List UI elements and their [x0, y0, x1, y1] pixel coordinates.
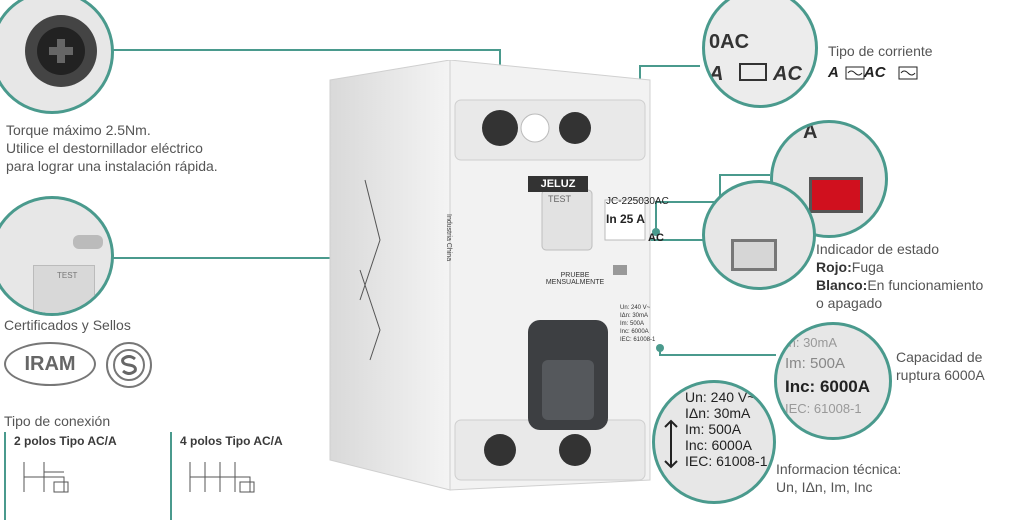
made-in-label: Industria China [445, 214, 452, 262]
zoom-test-circle: TEST [0, 196, 114, 316]
torque-line3: para lograr una instalación rápida. [6, 158, 218, 174]
device-model: JC-225030AC [606, 196, 669, 207]
zoom-technical-circle: Un: 240 V~ IΔn: 30mA Im: 500A Inc: 6000A… [652, 380, 776, 504]
zoom-white-led-circle [702, 180, 816, 290]
zoom-tech-line: IΔn: 30mA [685, 405, 751, 421]
status-white-label: Blanco: [816, 277, 868, 293]
breaker-device [329, 60, 651, 491]
technical-line1: Informacion técnica: [776, 461, 902, 477]
iram-text: IRAM [24, 353, 76, 375]
connection-option-1-label: 2 polos Tipo AC/A [14, 434, 117, 448]
status-title: Indicador de estado [816, 241, 939, 257]
device-rating: In 25 A [606, 212, 645, 226]
spec-line: Un: 240 V~ [620, 305, 651, 311]
spec-line: IΔn: 30mA [620, 313, 649, 319]
zoom-tech-line: IEC: 61008-1 [685, 453, 768, 469]
zoom-current-circle: 0AC A AC [702, 0, 818, 108]
current-title: Tipo de corriente [828, 43, 933, 59]
zoom-current-text: 0AC [709, 31, 750, 53]
spec-line: Im: 500A [620, 321, 645, 327]
torque-line1: Torque máximo 2.5Nm. [6, 122, 151, 138]
wiring-2p-icon [23, 462, 69, 493]
technical-line2: Un, IΔn, Im, Inc [776, 479, 873, 495]
status-red-label: Rojo: [816, 259, 852, 275]
connection-title: Tipo de conexión [4, 413, 111, 429]
zoom-cap-line: In: 30mA [785, 335, 838, 350]
spec-line: Inc: 6000A [620, 329, 649, 335]
zoom-cap-line: IEC: 61008-1 [785, 401, 862, 416]
seal-icon [73, 235, 103, 249]
zoom-red-text: A [803, 121, 818, 143]
status-red: Rojo:Fuga [816, 258, 884, 276]
ac-type-wave-icon [898, 66, 918, 80]
zoom-tech-line: Im: 500A [685, 421, 742, 437]
connection-option-2-label: 4 polos Tipo AC/A [180, 434, 283, 448]
s-mark-seal-icon [106, 342, 152, 388]
capacity-line1: Capacidad de [896, 349, 983, 365]
press-label: PRUEBE MENSUALMENTE [545, 272, 605, 286]
capacity-line2: ruptura 6000A [896, 367, 985, 383]
red-led-indicator [809, 177, 863, 213]
status-white-text: En funcionamiento [867, 277, 984, 293]
test-zoom-label: TEST [57, 271, 78, 280]
ac-wave-icon [739, 63, 767, 81]
connection-option-2: 4 polos Tipo AC/A [170, 432, 283, 520]
zoom-cap-line: Im: 500A [785, 355, 846, 372]
device-brand-label: JELUZ [528, 176, 588, 192]
zoom-current-ac: AC [773, 63, 802, 85]
status-white: Blanco:En funcionamiento [816, 276, 983, 294]
current-symbols: A AC [828, 64, 886, 81]
torque-line2: Utilice el destornillador eléctrico [6, 140, 203, 156]
device-specs: Un: 240 V~ IΔn: 30mA Im: 500A Inc: 6000A… [620, 304, 655, 344]
iram-seal: IRAM [4, 342, 96, 386]
connection-option-1: 2 polos Tipo AC/A [4, 432, 117, 520]
spec-line: IEC: 61008-1 [620, 337, 656, 343]
device-ac-mark: AC [648, 232, 664, 244]
white-led-indicator [731, 239, 777, 271]
zoom-tech-line: Inc: 6000A [685, 437, 752, 453]
zoom-tech-specs: Un: 240 V~ IΔn: 30mA Im: 500A Inc: 6000A… [685, 389, 768, 469]
certs-title: Certificados y Sellos [4, 317, 131, 333]
zoom-capacity-circle: In: 30mA Im: 500A Inc: 6000A IEC: 61008-… [774, 322, 892, 440]
a-type-wave-icon [845, 66, 865, 80]
zoom-tech-line: Un: 240 V~ [685, 389, 756, 405]
test-label: TEST [548, 194, 572, 204]
zoom-cap-line: Inc: 6000A [785, 377, 871, 396]
wiring-4p-icon [189, 462, 255, 493]
test-button-zoom [33, 265, 95, 313]
zoom-current-a: A [709, 63, 724, 85]
zoom-screw-circle [0, 0, 114, 114]
screw-icon [25, 15, 97, 87]
status-white-text2: o apagado [816, 295, 883, 311]
status-red-text: Fuga [851, 259, 884, 275]
up-down-arrow-icon [664, 419, 678, 469]
